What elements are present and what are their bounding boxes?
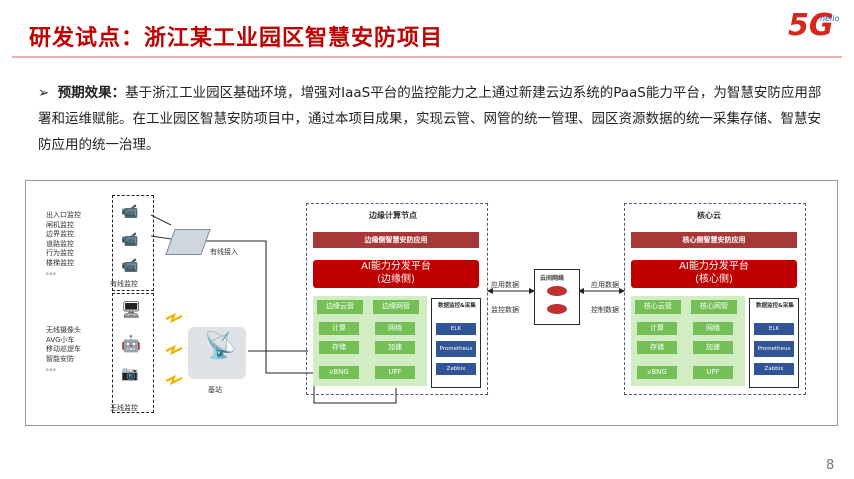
edge-monitor-box: 数据监控&采集 ELK Prometheus Zabbix: [431, 298, 481, 388]
intro-label: 预期效果：: [57, 85, 126, 101]
edge-monitor-title: 数据监控&采集: [438, 303, 476, 309]
core-monitor-box: 数据监控&采集 ELK Prometheus Zabbix: [749, 298, 799, 388]
core-app-bar: 核心侧智慧安防应用: [631, 232, 797, 248]
edge-zabbix: Zabbix: [436, 363, 476, 375]
list-item: AVG小车: [46, 335, 75, 344]
core-compute: 计算: [637, 322, 677, 335]
5g-logo: 5G: [788, 8, 834, 43]
core-network: 网络: [693, 322, 733, 335]
edge-link-monitor-data: 监控数据: [491, 306, 519, 314]
core-cloud-mgmt: 核心云管: [635, 300, 681, 314]
core-zabbix: Zabbix: [754, 363, 794, 375]
base-station-label: 基站: [208, 386, 222, 394]
logo-subtext: hello: [820, 14, 840, 23]
core-cloud-title: 核心云: [697, 211, 721, 220]
edge-cloud-mgmt: 边缘云管: [317, 300, 363, 314]
arrow-bullet-icon: ➢: [38, 85, 50, 101]
core-cloud-panel: 核心云 核心侧智慧安防应用 AI能力分发平台 (核心侧) 核心云管 核心网管 计…: [624, 203, 806, 395]
edge-accel: 加速: [375, 341, 415, 354]
list-item: 行为监控: [46, 249, 74, 257]
cctv-camera-icon: 📹: [121, 258, 139, 274]
edge-link-app-data: 应用数据: [491, 281, 519, 289]
list-item: 无线摄像头: [46, 326, 81, 334]
wired-access-label: 有线接入: [210, 248, 238, 256]
cloud-network-box: 云间网络: [534, 269, 580, 325]
wireless-device-group: 🖥 🤖 📷: [112, 293, 154, 413]
list-item: 道路监控: [46, 239, 74, 248]
list-item: 闸机监控: [46, 220, 74, 229]
core-link-app-data: 应用数据: [591, 281, 619, 289]
core-vbng: vBNG: [637, 366, 677, 379]
core-upf: UPF: [693, 366, 733, 379]
core-link-control-data: 控制数据: [591, 306, 619, 314]
edge-elk: ELK: [436, 323, 476, 335]
edge-node-title: 边缘计算节点: [369, 211, 417, 220]
router-icon: [547, 304, 567, 314]
cctv-camera-icon: 📹: [121, 204, 139, 220]
edge-net-mgmt: 边缘网管: [373, 300, 419, 314]
list-item: 楼梯监控: [46, 258, 74, 267]
list-item: 移动巡逻车: [46, 345, 81, 353]
edge-ai-platform: AI能力分发平台 (边缘侧): [313, 260, 479, 288]
edge-compute: 计算: [319, 322, 359, 335]
core-accel: 加速: [693, 341, 733, 354]
core-prometheus: Prometheus: [754, 341, 794, 357]
intro-text: 基于浙江工业园区基础环境，增强对IaaS平台的监控能力之上通过新建云边系统的Pa…: [38, 85, 822, 153]
surveillance-screen-icon: 🖥: [121, 300, 142, 319]
router-icon: [547, 286, 567, 296]
wireless-monitor-list: 无线摄像头 AVG小车 移动巡逻车 智能安防 。。。: [46, 326, 81, 374]
edge-vbng: vBNG: [319, 366, 359, 379]
antenna-tower-icon: 📡: [204, 331, 237, 361]
edge-prometheus: Prometheus: [436, 341, 476, 357]
core-net-mgmt: 核心网管: [691, 300, 737, 314]
wired-monitor-label: 有线监控: [110, 280, 138, 288]
cloud-network-title: 云间网络: [540, 275, 565, 282]
base-station-box: 📡: [188, 327, 246, 379]
architecture-diagram: 出入口监控 闸机监控 边界监控 道路监控 行为监控 楼梯监控 。。。 📹 📹 📹…: [25, 180, 838, 426]
list-item: 出入口监控: [46, 211, 81, 219]
core-elk: ELK: [754, 323, 794, 335]
page-title: 研发试点：浙江某工业园区智慧安防项目: [29, 26, 444, 51]
core-storage: 存储: [637, 341, 677, 354]
edge-ai-title: AI能力分发平台: [361, 261, 431, 272]
edge-storage: 存储: [319, 341, 359, 354]
cctv-camera-icon: 📹: [121, 232, 139, 248]
edge-node-panel: 边缘计算节点 边缘侧智慧安防应用 AI能力分发平台 (边缘侧) 边缘云管 边缘网…: [306, 203, 488, 395]
list-item: 。。。: [46, 364, 60, 372]
core-ai-title: AI能力分发平台: [679, 261, 749, 272]
edge-upf: UPF: [375, 366, 415, 379]
core-ai-platform: AI能力分发平台 (核心侧): [631, 260, 797, 288]
page-number: 8: [826, 458, 835, 473]
list-item: 智能安防: [46, 354, 74, 363]
list-item: 。。。: [46, 268, 60, 276]
core-ai-subtitle: (核心侧): [695, 274, 733, 285]
wired-camera-group: 📹 📹 📹: [112, 195, 154, 291]
title-divider: [12, 56, 842, 58]
edge-network: 网络: [375, 322, 415, 335]
robot-icon: 🤖: [121, 334, 141, 353]
core-monitor-title: 数据监控&采集: [756, 303, 794, 309]
wireless-camera-icon: 📷: [121, 366, 139, 382]
wireless-monitor-label: 无线监控: [110, 404, 138, 412]
connection-lines: [150, 214, 625, 404]
edge-ai-subtitle: (边缘侧): [377, 274, 415, 285]
wired-monitor-list: 出入口监控 闸机监控 边界监控 道路监控 行为监控 楼梯监控 。。。: [46, 211, 81, 278]
list-item: 边界监控: [46, 230, 74, 238]
edge-app-bar: 边缘侧智慧安防应用: [313, 232, 479, 248]
intro-paragraph: ➢ 预期效果：基于浙江工业园区基础环境，增强对IaaS平台的监控能力之上通过新建…: [38, 80, 828, 158]
